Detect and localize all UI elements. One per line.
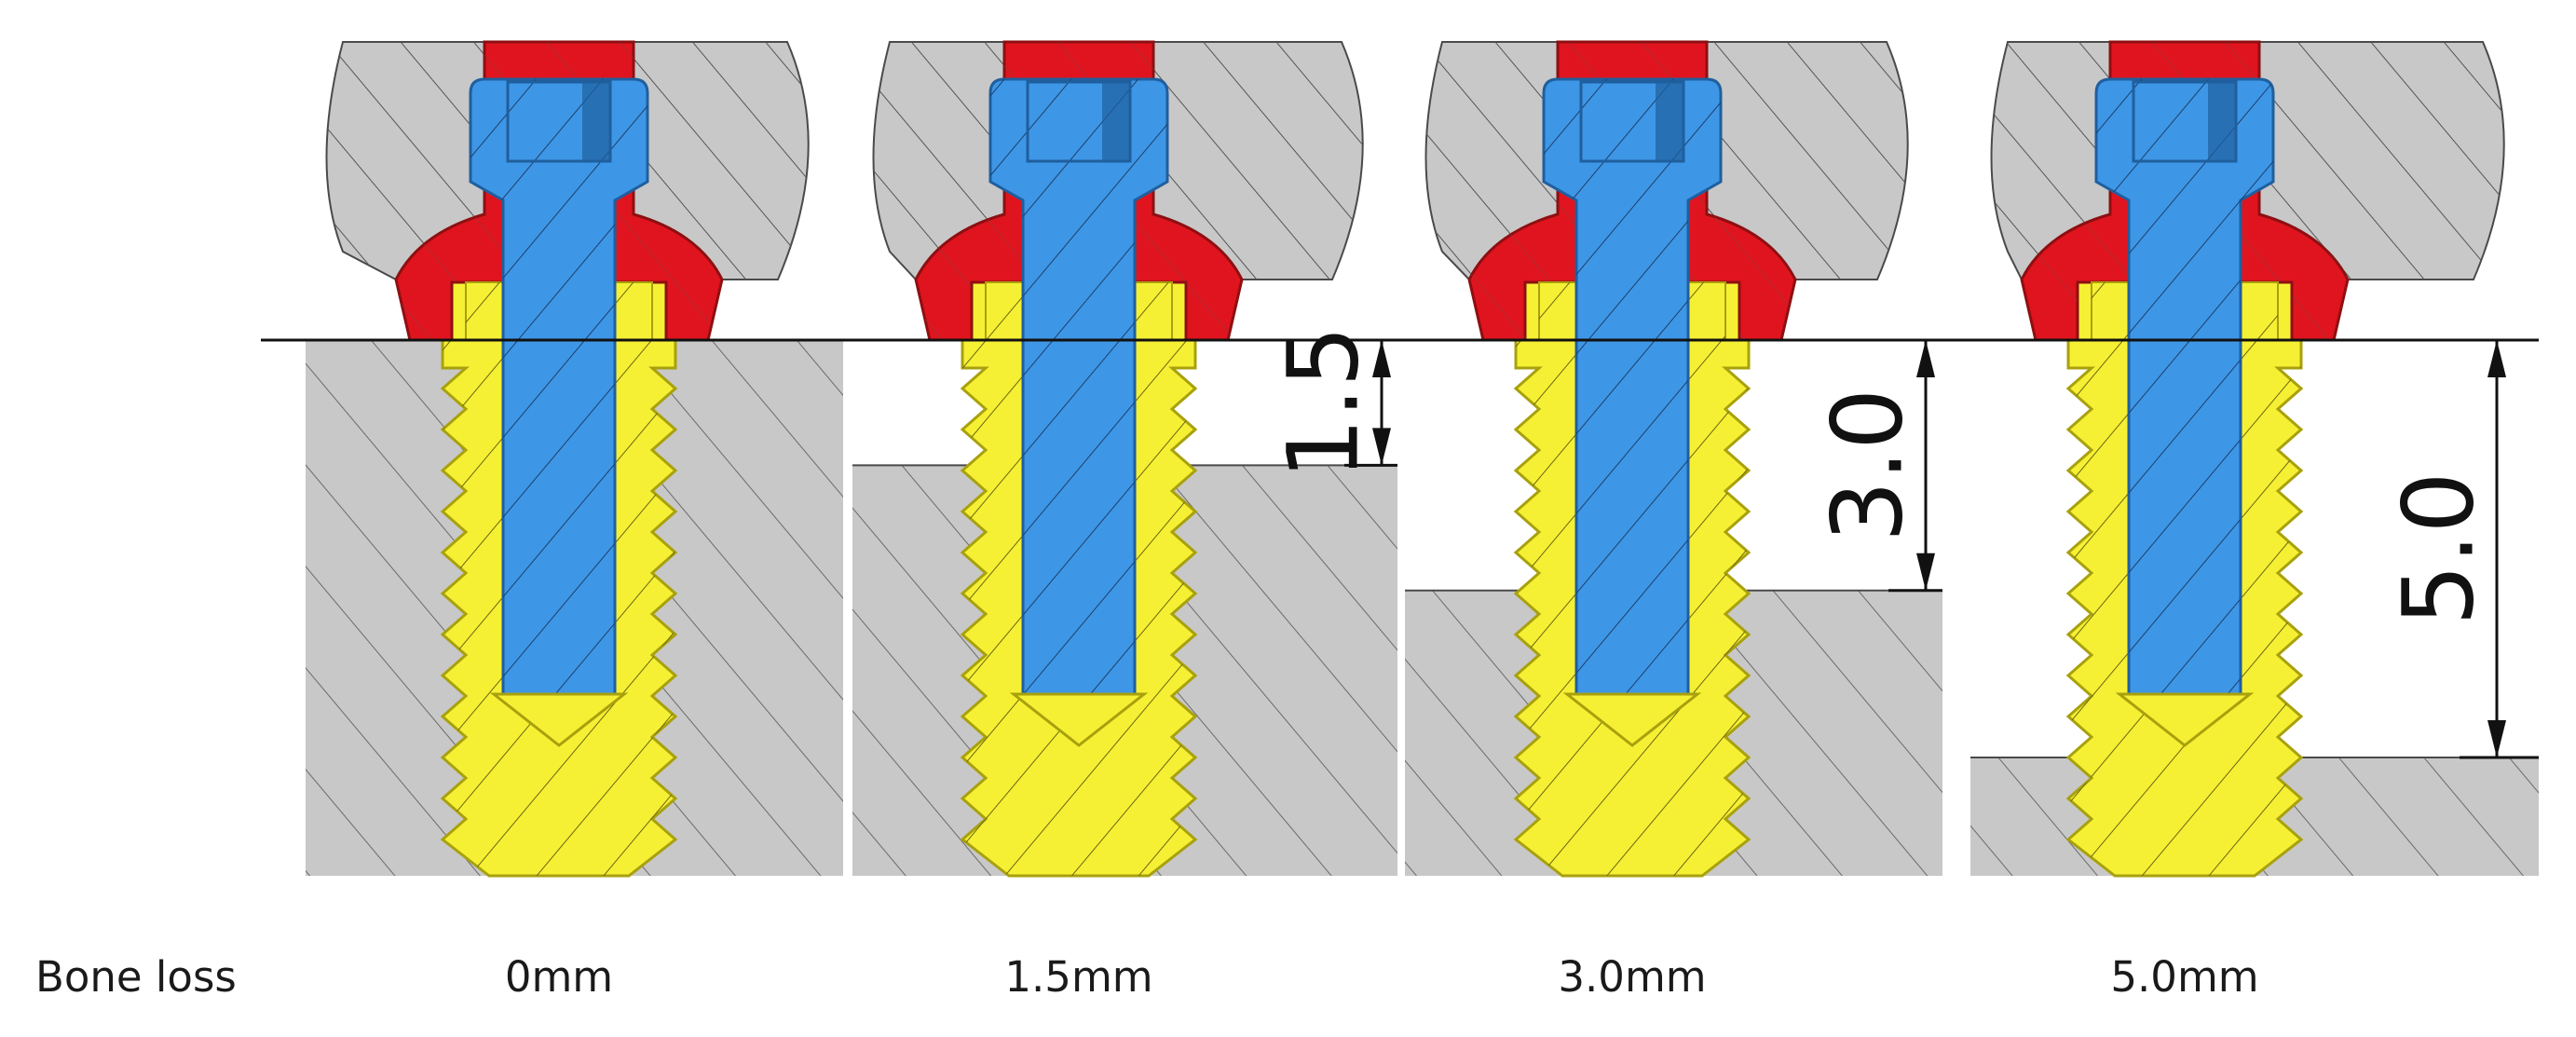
screw-hatch (2096, 79, 2273, 708)
dimension-panel-3-0mm: 3.0 (1810, 340, 1942, 593)
dimension-arrow-bottom (2487, 720, 2506, 757)
caption-1-5mm: 1.5mm (1004, 952, 1153, 1002)
implant-apex-cavity (1009, 692, 1149, 747)
dimension-label: 5.0 (2381, 471, 2495, 625)
crown-hatch (326, 42, 484, 280)
dimension-arrow-top (1372, 340, 1391, 377)
dimension-arrow-bottom (1916, 553, 1935, 591)
caption-0mm: 0mm (504, 952, 614, 1002)
dimension-panel-5-0mm: 5.0 (2381, 340, 2539, 759)
panel-3-0mm (1405, 40, 1942, 878)
crown-hatch (634, 42, 809, 280)
screw-hatch (990, 79, 1167, 708)
screw-socket-shadow (582, 82, 610, 161)
crown-hatch (1153, 42, 1363, 280)
crown-hatch (1707, 42, 1908, 280)
dimension-arrow-bottom (1372, 428, 1391, 466)
crown-hatch (1991, 42, 2110, 280)
panel-0mm (306, 40, 843, 878)
screw-hatch (1544, 79, 1721, 708)
screw-hatch (470, 79, 647, 708)
dimension-panel-1-5mm: 1.5 (1266, 325, 1397, 480)
row-label-bone-loss: Bone loss (35, 952, 237, 1002)
screw-socket-shadow (1656, 82, 1683, 161)
dimension-label: 1.5 (1266, 325, 1380, 479)
dimension-arrow-top (1916, 340, 1935, 377)
crown-hatch (1425, 42, 1558, 280)
caption-3-0mm: 3.0mm (1558, 952, 1707, 1002)
panel-1-5mm (852, 40, 1397, 878)
screw-socket-shadow (2208, 82, 2236, 161)
crown-hatch (873, 42, 1004, 280)
implant-apex-cavity (2115, 692, 2255, 747)
panel-5-0mm (1970, 40, 2539, 878)
crown-hatch (2259, 42, 2504, 280)
screw-socket-shadow (1102, 82, 1130, 161)
dimension-arrow-top (2487, 340, 2506, 377)
dimension-label: 3.0 (1810, 389, 1924, 542)
caption-5-0mm: 5.0mm (2110, 952, 2259, 1002)
implant-apex-cavity (1562, 692, 1702, 747)
implant-apex-cavity (489, 692, 629, 747)
